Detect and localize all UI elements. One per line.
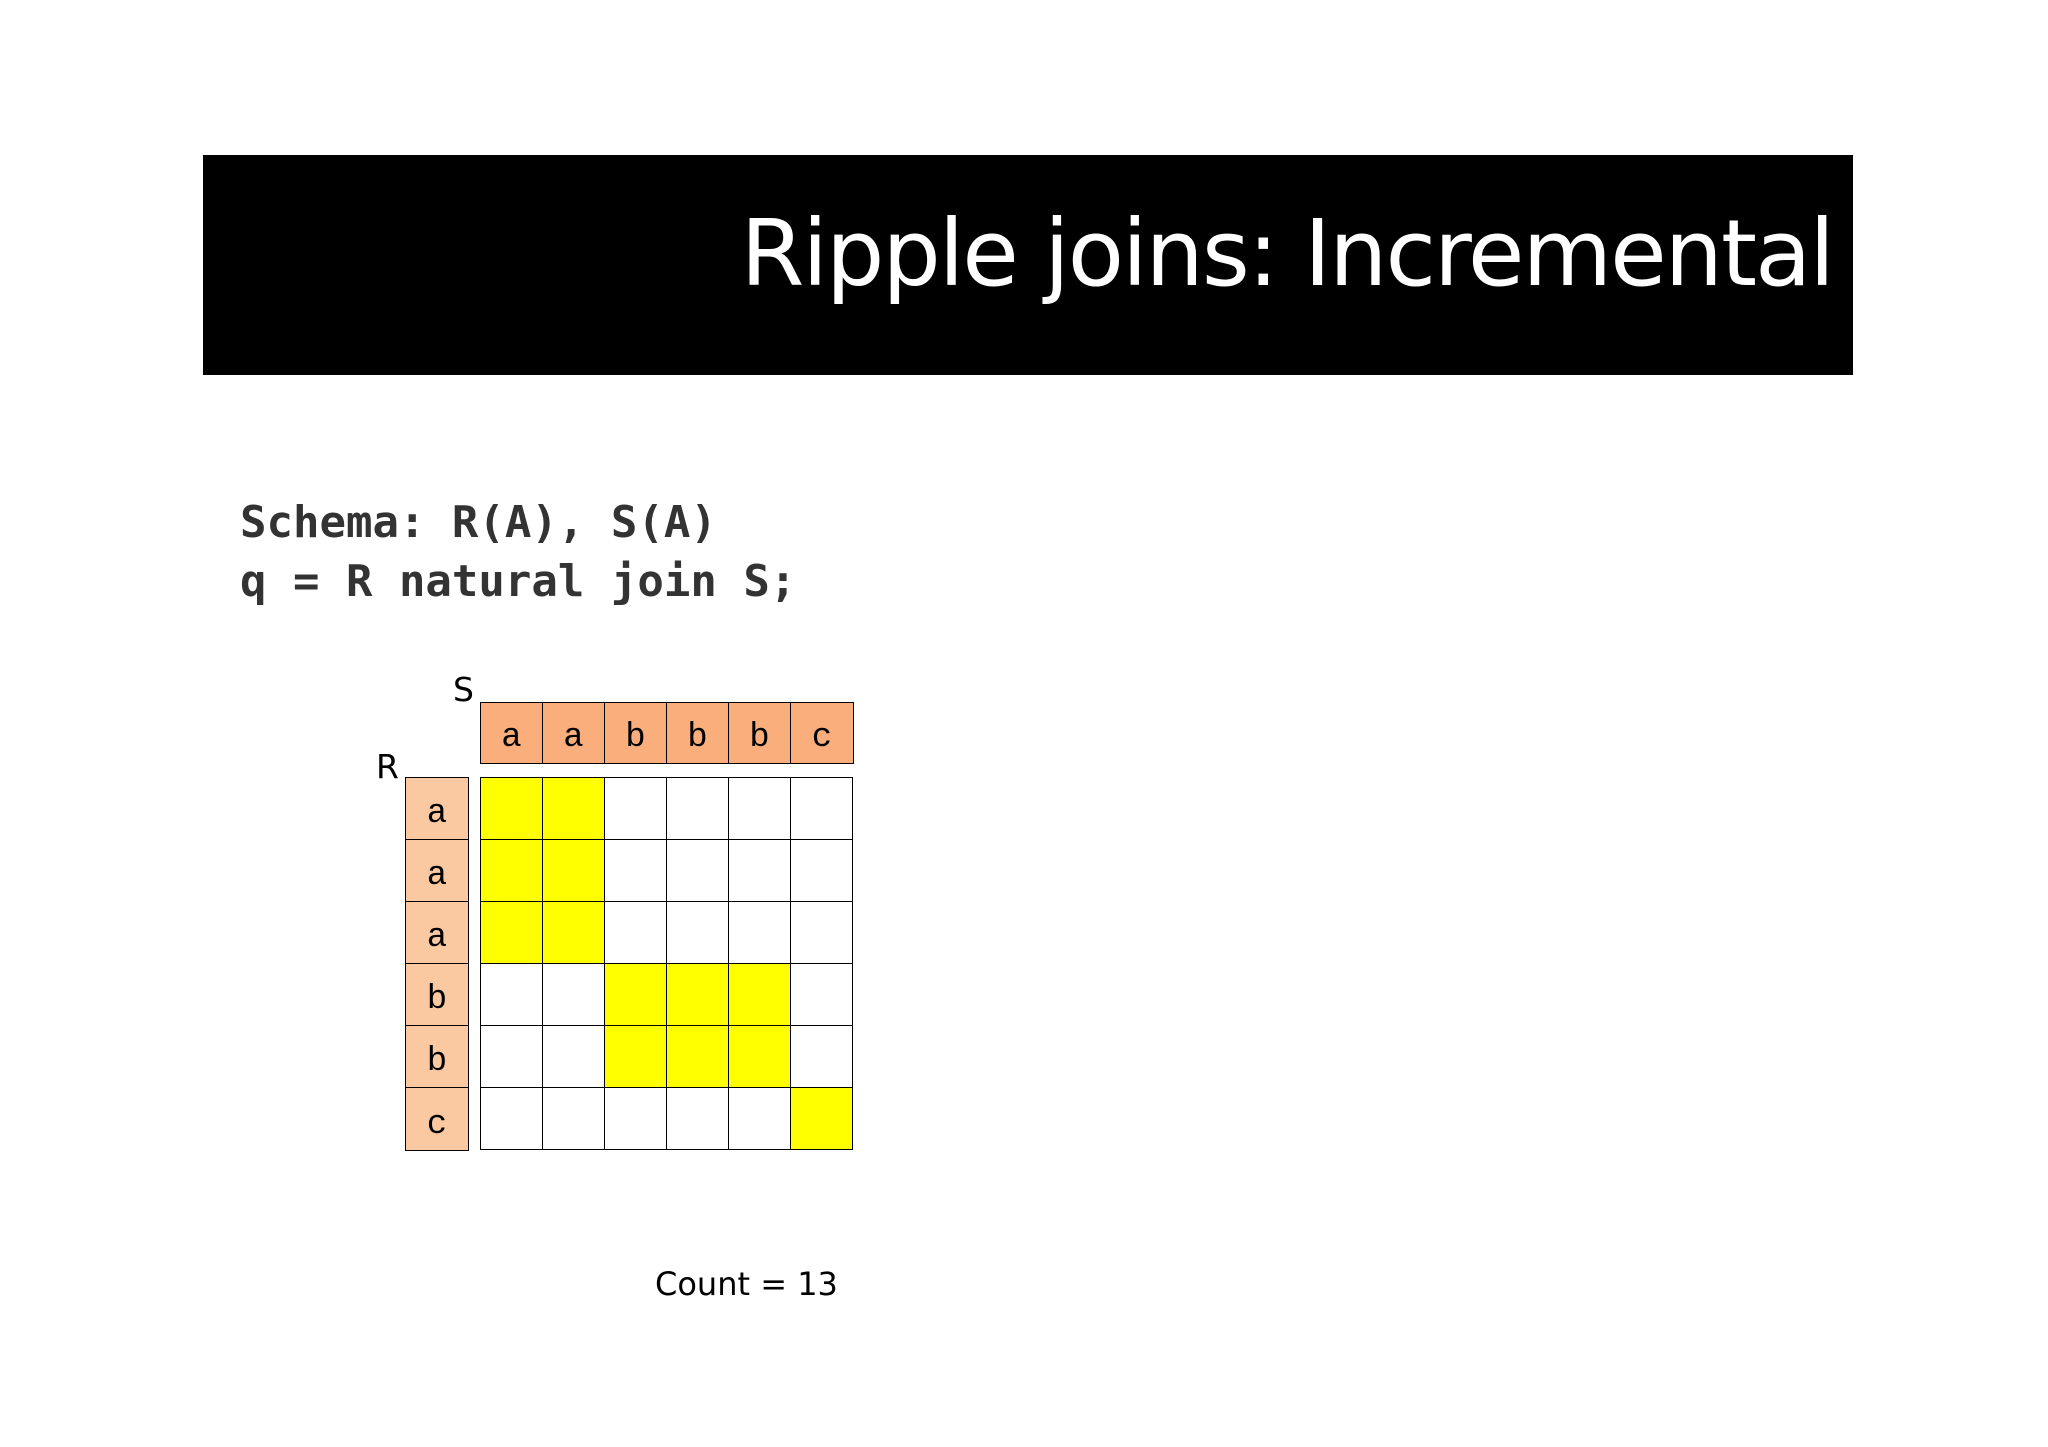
empty-cell xyxy=(729,1088,791,1150)
r-value-cell: a xyxy=(406,902,468,964)
query-line: q = R natural join S; xyxy=(240,556,797,607)
join-matrix xyxy=(480,777,853,1150)
match-cell xyxy=(481,840,543,902)
match-cell xyxy=(729,1026,791,1088)
empty-cell xyxy=(791,1026,853,1088)
s-relation-label: S xyxy=(453,670,474,709)
r-value-cell: b xyxy=(406,964,468,1026)
s-value-cell: b xyxy=(667,703,729,763)
match-cell xyxy=(481,778,543,840)
s-value-cell: c xyxy=(791,703,853,763)
count-label: Count = 13 xyxy=(655,1265,838,1303)
empty-cell xyxy=(481,1088,543,1150)
empty-cell xyxy=(481,1026,543,1088)
empty-cell xyxy=(729,778,791,840)
r-value-cell: c xyxy=(406,1088,468,1150)
empty-cell xyxy=(543,1026,605,1088)
r-relation-label: R xyxy=(376,747,399,786)
match-cell xyxy=(543,840,605,902)
empty-cell xyxy=(543,964,605,1026)
empty-cell xyxy=(667,902,729,964)
match-cell xyxy=(543,778,605,840)
title-bar: Ripple joins: Incremental xyxy=(203,155,1853,375)
r-value-cell: b xyxy=(406,1026,468,1088)
empty-cell xyxy=(791,902,853,964)
empty-cell xyxy=(605,902,667,964)
empty-cell xyxy=(667,1088,729,1150)
match-cell xyxy=(667,1026,729,1088)
empty-cell xyxy=(543,1088,605,1150)
empty-cell xyxy=(667,778,729,840)
match-cell xyxy=(729,964,791,1026)
empty-cell xyxy=(481,964,543,1026)
empty-cell xyxy=(605,1088,667,1150)
empty-cell xyxy=(605,840,667,902)
empty-cell xyxy=(791,964,853,1026)
r-value-cell: a xyxy=(406,840,468,902)
r-value-cell: a xyxy=(406,778,468,840)
s-value-cell: a xyxy=(543,703,605,763)
schema-line: Schema: R(A), S(A) xyxy=(240,497,717,548)
s-value-cell: b xyxy=(729,703,791,763)
match-cell xyxy=(791,1088,853,1150)
s-value-cell: b xyxy=(605,703,667,763)
empty-cell xyxy=(729,902,791,964)
empty-cell xyxy=(667,840,729,902)
match-cell xyxy=(667,964,729,1026)
empty-cell xyxy=(605,778,667,840)
slide-title: Ripple joins: Incremental xyxy=(740,200,1835,307)
empty-cell xyxy=(729,840,791,902)
match-cell xyxy=(605,964,667,1026)
match-cell xyxy=(481,902,543,964)
s-value-cell: a xyxy=(481,703,543,763)
match-cell xyxy=(543,902,605,964)
empty-cell xyxy=(791,778,853,840)
match-cell xyxy=(605,1026,667,1088)
empty-cell xyxy=(791,840,853,902)
